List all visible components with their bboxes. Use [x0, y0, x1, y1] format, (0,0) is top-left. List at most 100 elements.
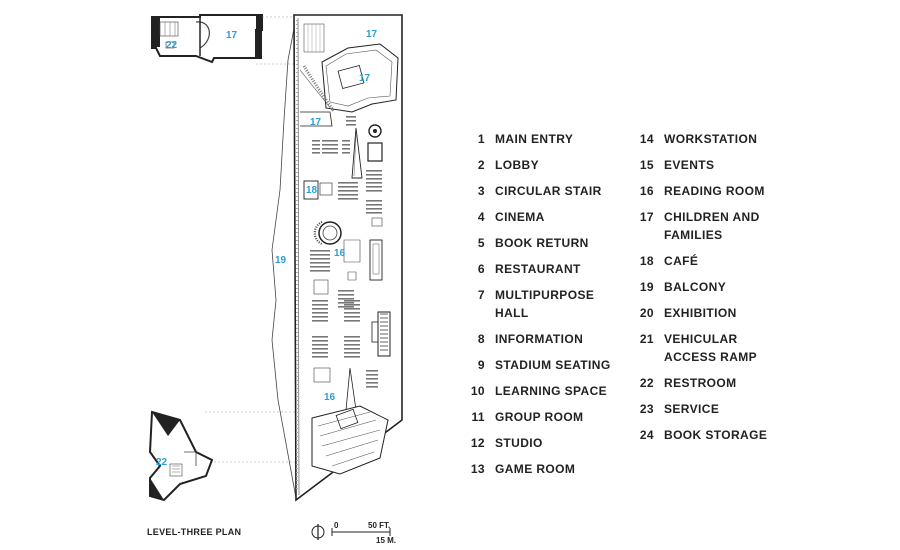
- legend-item-number: 2: [477, 158, 485, 172]
- furniture-row: [338, 290, 354, 292]
- legend-item-number: 11: [471, 410, 485, 424]
- room-number-cafe: 18: [306, 185, 318, 196]
- furniture-row: [366, 386, 378, 388]
- furniture-row: [366, 178, 382, 180]
- legend-item: 12 STUDIO: [466, 434, 623, 452]
- legend-item: 8 INFORMATION: [466, 330, 623, 348]
- legend-item-name: EXHIBITION: [664, 306, 737, 320]
- legend-item-name: CINEMA: [495, 210, 545, 224]
- room-number-reading-b: 16: [324, 392, 336, 403]
- furniture-row: [344, 320, 360, 322]
- furniture-row: [310, 258, 330, 260]
- legend-item-number: 3: [477, 184, 485, 198]
- furniture-row: [366, 208, 382, 210]
- legend-item-name: STUDIO: [495, 436, 543, 450]
- legend-item-number: 4: [477, 210, 485, 224]
- legend-item: 14 WORKSTATION: [630, 130, 792, 148]
- furniture-row: [312, 308, 328, 310]
- furniture-row: [312, 304, 328, 306]
- furniture-row: [310, 270, 330, 272]
- furniture-row: [338, 182, 358, 184]
- legend-item-name: WORKSTATION: [664, 132, 758, 146]
- scale-feet: 50 FT.: [368, 521, 390, 530]
- furniture-row: [312, 300, 328, 302]
- furniture-row: [312, 356, 328, 358]
- furniture-row: [312, 340, 328, 342]
- room-number-children-b: 17: [366, 29, 378, 40]
- furniture-row: [310, 266, 330, 268]
- furniture-row: [322, 152, 338, 154]
- furniture-row: [342, 144, 350, 146]
- legend-item-name: RESTROOM: [664, 376, 737, 390]
- furniture-row: [310, 250, 330, 252]
- furniture-row: [312, 320, 328, 322]
- furniture-row: [344, 304, 360, 306]
- legend-item: 19 BALCONY: [630, 278, 792, 296]
- legend-item-number: 9: [477, 358, 485, 372]
- annex-top: [151, 14, 263, 64]
- furniture-row: [366, 378, 378, 380]
- furniture-row: [366, 186, 382, 188]
- furniture-row: [312, 336, 328, 338]
- legend-item-name: EVENTS: [664, 158, 715, 172]
- legend-item-name: STADIUM SEATING: [495, 358, 611, 372]
- legend-item-name: SERVICE: [664, 402, 720, 416]
- furniture-row: [366, 190, 382, 192]
- legend-item-name: LEARNING SPACE: [495, 384, 608, 398]
- legend-item-name: GAME ROOM: [495, 462, 576, 476]
- legend-item-number: 12: [470, 436, 485, 450]
- floor-plan-drawing: 17 22 17 17 17 18 16 19 16 22 0 50 FT. 1…: [148, 14, 403, 545]
- furniture-row: [310, 262, 330, 264]
- furniture-row: [338, 198, 358, 200]
- legend-item-number: 19: [639, 280, 654, 294]
- furniture-row: [338, 306, 354, 308]
- furniture-row: [366, 182, 382, 184]
- balcony-outline: [271, 17, 297, 499]
- furniture-row: [322, 144, 338, 146]
- furniture-row: [312, 312, 328, 314]
- legend-item-name: BALCONY: [664, 280, 727, 294]
- legend-item-name: MAIN ENTRY: [495, 132, 574, 146]
- legend-item-number: 16: [639, 184, 654, 198]
- furniture-rows: [310, 116, 382, 388]
- plan-title: LEVEL-THREE PLAN: [147, 527, 242, 537]
- furniture-row: [346, 124, 356, 126]
- room-number-reading-a: 16: [334, 248, 346, 259]
- scale-zero: 0: [334, 521, 339, 530]
- furniture-row: [310, 254, 330, 256]
- legend-item-name: INFORMATION: [495, 332, 584, 346]
- furniture-row: [312, 352, 328, 354]
- furniture-row: [344, 348, 360, 350]
- furniture-row: [312, 348, 328, 350]
- legend-item-name: RESTAURANT: [495, 262, 581, 276]
- room-number-restroom-b: 22: [156, 457, 168, 468]
- furniture-row: [312, 316, 328, 318]
- furniture-row: [322, 140, 338, 142]
- furniture-row: [366, 174, 382, 176]
- legend-item-name: CHILDREN AND FAMILIES: [664, 210, 760, 242]
- legend-item-number: 8: [477, 332, 485, 346]
- legend-item-name: MULTIPURPOSE HALL: [495, 288, 595, 320]
- legend-item-number: 14: [639, 132, 654, 146]
- room-number-children-c: 17: [359, 73, 371, 84]
- legend-item-name: CIRCULAR STAIR: [495, 184, 602, 198]
- furniture-row: [338, 294, 354, 296]
- legend-item-number: 6: [477, 262, 485, 276]
- furniture-row: [366, 374, 378, 376]
- furniture-row: [344, 312, 360, 314]
- scale-bar: 0 50 FT. 15 M.: [311, 521, 396, 545]
- furniture-row: [344, 336, 360, 338]
